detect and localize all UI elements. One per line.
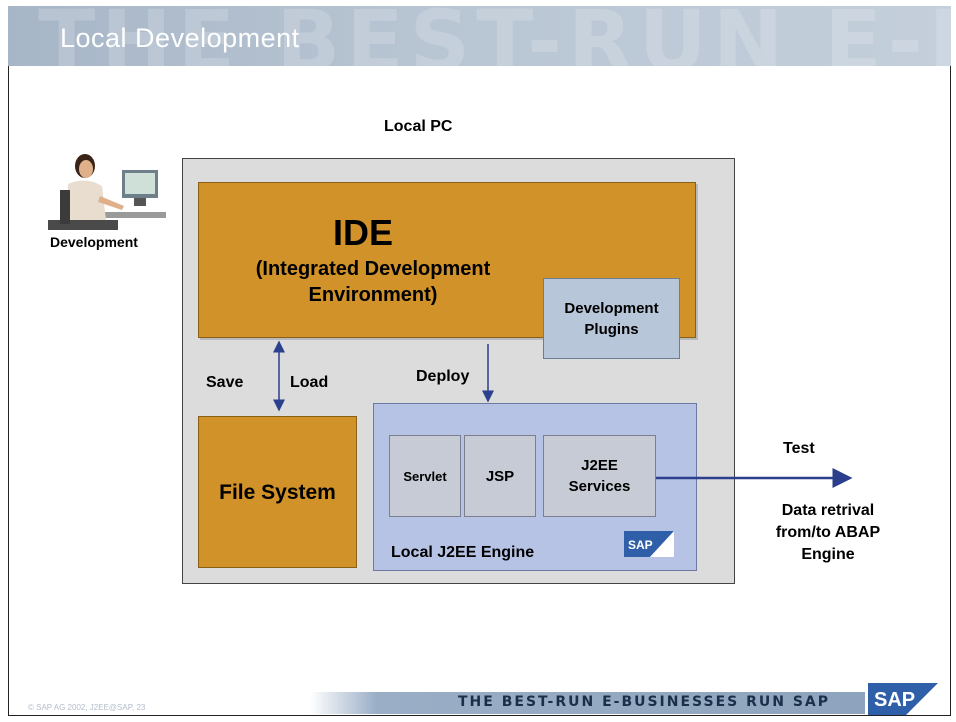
load-label: Load bbox=[290, 374, 329, 391]
title-watermark: THE BEST-RUN E-BUS bbox=[38, 6, 951, 66]
deploy-label: Deploy bbox=[416, 368, 470, 385]
sap-footer-logo-icon: SAP bbox=[868, 683, 938, 715]
local-pc-label: Local PC bbox=[384, 118, 453, 135]
sap-logo-text: SAP bbox=[628, 538, 653, 552]
servlet-box: Servlet bbox=[389, 435, 461, 517]
footer-logo-text: SAP bbox=[874, 689, 915, 711]
test-label: Test bbox=[783, 440, 815, 457]
j2ee-services-box: J2EE Services bbox=[543, 435, 656, 517]
jsp-box: JSP bbox=[464, 435, 536, 517]
developer-person-icon bbox=[48, 154, 166, 230]
file-system-box: File System bbox=[198, 416, 357, 568]
local-j2ee-engine-label: Local J2EE Engine bbox=[391, 544, 535, 561]
development-plugins-box: Development Plugins bbox=[543, 278, 680, 359]
save-label: Save bbox=[206, 374, 244, 391]
footer-tagline: THE BEST-RUN E-BUSINESSES RUN SAP bbox=[458, 694, 831, 710]
sap-logo-icon: SAP bbox=[624, 531, 674, 557]
data-retrieval-label: Data retrival from/to ABAP Engine bbox=[775, 502, 881, 563]
ide-title: IDE bbox=[333, 212, 394, 253]
developer-label: Development bbox=[50, 234, 138, 250]
footer-bar bbox=[310, 692, 865, 714]
title-bar: THE BEST-RUN E-BUS Local Development bbox=[8, 6, 951, 66]
slide-title: Local Development bbox=[60, 23, 300, 53]
ide-subtitle: (Integrated Development Environment) bbox=[255, 258, 491, 306]
footer-copyright: © SAP AG 2002, J2EE@SAP, 23 bbox=[28, 703, 146, 712]
